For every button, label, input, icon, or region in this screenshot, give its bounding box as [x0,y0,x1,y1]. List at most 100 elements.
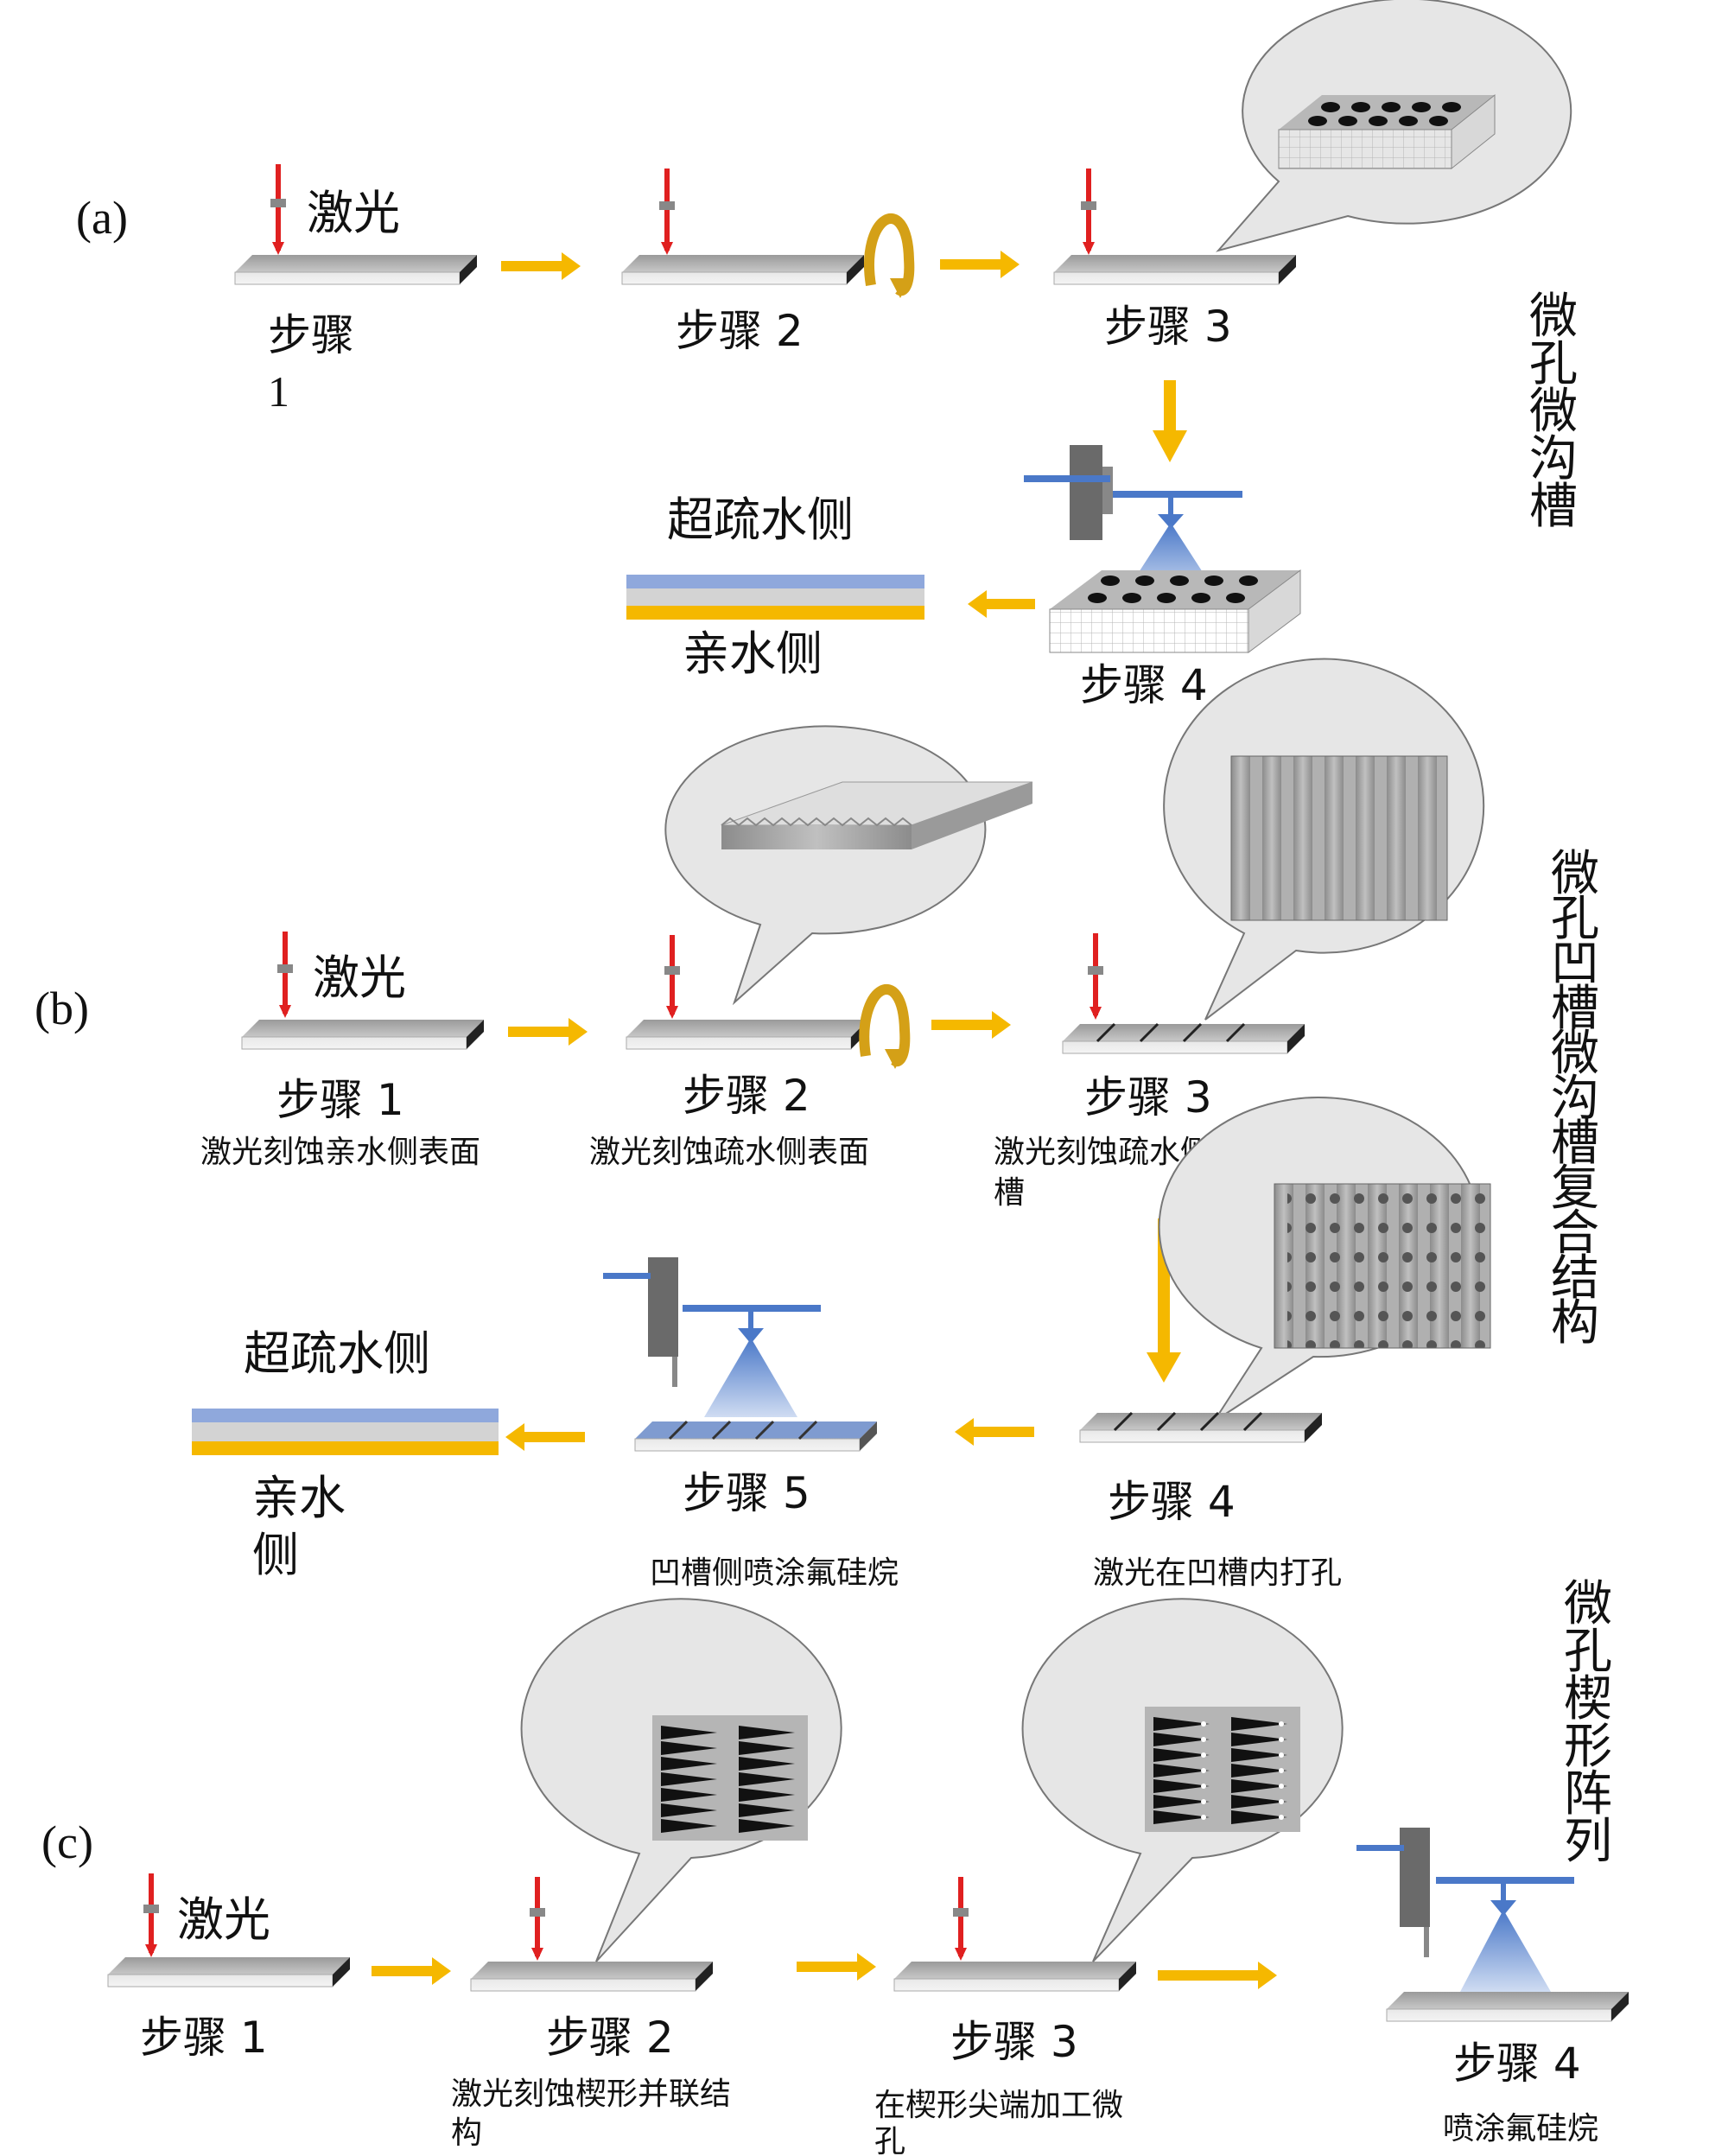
step-label: 步骤 [268,310,354,360]
callout-bubble [1216,0,1572,252]
arrow-icon [501,252,581,280]
laser-icon [1088,933,1103,1020]
title-char: 列 [1564,1814,1612,1870]
title-char: 微 [1529,384,1578,440]
step-description: 凹槽侧喷涂氟硅烷 [650,1555,899,1591]
panel-b-label: (b) [35,983,89,1034]
title-char: 阵 [1564,1766,1612,1822]
title-char: 槽 [1551,1116,1599,1172]
step-label: 步骤 2 [683,1071,810,1121]
hydrophilic-side-label: 亲水侧 [683,626,823,681]
step-description: 孔 [874,2124,905,2156]
panel-a-title: 微 孔 微 沟 槽 [1529,289,1578,535]
step-label: 步骤 3 [950,2017,1078,2067]
title-char: 微 [1551,846,1599,902]
callout-bubble [520,1598,842,1962]
arrow-icon [968,590,1035,618]
step-label: 步骤 4 [1453,2038,1581,2089]
laser-label: 激光 [313,951,406,1005]
title-char: 孔 [1551,891,1599,947]
step-label: 步骤 1 [276,1075,404,1125]
step-description: 在楔形尖端加工微 [874,2088,1123,2123]
panel-c-label: (c) [41,1816,93,1868]
title-char: 复 [1551,1161,1599,1217]
step-label: 步骤 3 [1084,1072,1212,1123]
step-description: 构 [451,2115,482,2151]
spray-nozzle-icon [603,1257,821,1417]
laser-icon [530,1877,545,1961]
step-label: 步骤 5 [683,1468,810,1518]
panel-c: (c) 激光 步骤 1 步骤 2 激光刻蚀楔形 [41,1576,1629,2156]
plate [893,1962,1136,1992]
rotate-icon [864,213,915,298]
title-char: 构 [1551,1295,1599,1351]
membrane-layers [626,575,924,620]
hydrophobic-side-label: 超疏水侧 [667,493,854,547]
grooved-plate [634,1420,877,1452]
plate [626,1020,868,1050]
title-char: 沟 [1529,431,1578,487]
plate [234,255,477,285]
panel-a-label: (a) [76,192,128,244]
laser-icon [1081,169,1096,255]
step-label: 步骤 2 [676,306,804,356]
step-label: 步骤 4 [1080,660,1208,710]
plate [621,255,864,285]
step-label: 步骤 1 [140,2013,268,2063]
step-number: 1 [268,367,289,416]
arrow-icon [372,1957,451,1985]
title-char: 形 [1564,1719,1612,1775]
laser-icon [270,164,286,255]
membrane-layers [192,1409,499,1455]
laser-icon [143,1873,159,1957]
spray-nozzle-icon [1356,1828,1574,1992]
title-char: 微 [1551,1026,1599,1082]
arrow-icon [955,1418,1034,1446]
laser-label: 激光 [177,1892,270,1947]
laser-icon [664,935,680,1019]
plate [1386,1992,1629,2022]
hydrophilic-side-label: 亲水 [252,1471,346,1525]
title-char: 槽 [1529,479,1578,535]
panel-a: (a) 激光 步骤 1 [76,0,1578,710]
title-char: 槽 [1551,981,1599,1037]
title-char: 合 [1551,1205,1599,1262]
step-description: 激光刻蚀楔形并联结 [451,2077,731,2112]
holed-plate [1049,569,1301,653]
step-label: 步骤 4 [1108,1477,1236,1527]
arrow-icon [1153,380,1187,462]
arrow-icon [505,1423,585,1451]
step-label: 步骤 3 [1104,302,1232,352]
laser-label: 激光 [307,186,400,240]
step-description: 激光刻蚀亲水侧表面 [200,1135,480,1170]
callout-bubble [1158,1097,1491,1422]
rotate-icon [859,984,911,1069]
laser-icon [659,169,675,255]
callout-bubble [664,725,1033,1006]
plate [1053,255,1296,285]
plate [107,1957,350,1987]
title-char: 结 [1551,1250,1599,1307]
title-char: 沟 [1551,1071,1599,1127]
laser-icon [953,1877,969,1961]
panel-c-title: 微 孔 楔 形 阵 列 [1564,1576,1612,1870]
laser-icon [277,932,293,1018]
step-description: 喷涂氟硅烷 [1443,2111,1598,2146]
arrow-icon [1158,1962,1277,1989]
plate [470,1962,713,1992]
hydrophobic-side-label: 超疏水侧 [244,1326,430,1381]
title-char: 微 [1564,1576,1612,1632]
grooved-plate [1079,1411,1322,1443]
step-description: 激光刻蚀疏水侧表面 [589,1135,869,1170]
arrow-icon [508,1018,588,1046]
title-char: 微 [1529,289,1578,345]
callout-bubble [1163,658,1485,1021]
step-description: 激光在凹槽内打孔 [1093,1555,1342,1591]
arrow-icon [931,1011,1011,1039]
panel-b-title: 微 孔 凹 槽 微 沟 槽 复 合 结 构 [1551,846,1599,1351]
step-description: 槽 [994,1175,1025,1211]
hydrophilic-side-label: 侧 [252,1528,299,1582]
plate [241,1020,484,1050]
panel-b: (b) 激光 步骤 1 激光刻蚀亲水侧表面 [35,658,1599,1591]
